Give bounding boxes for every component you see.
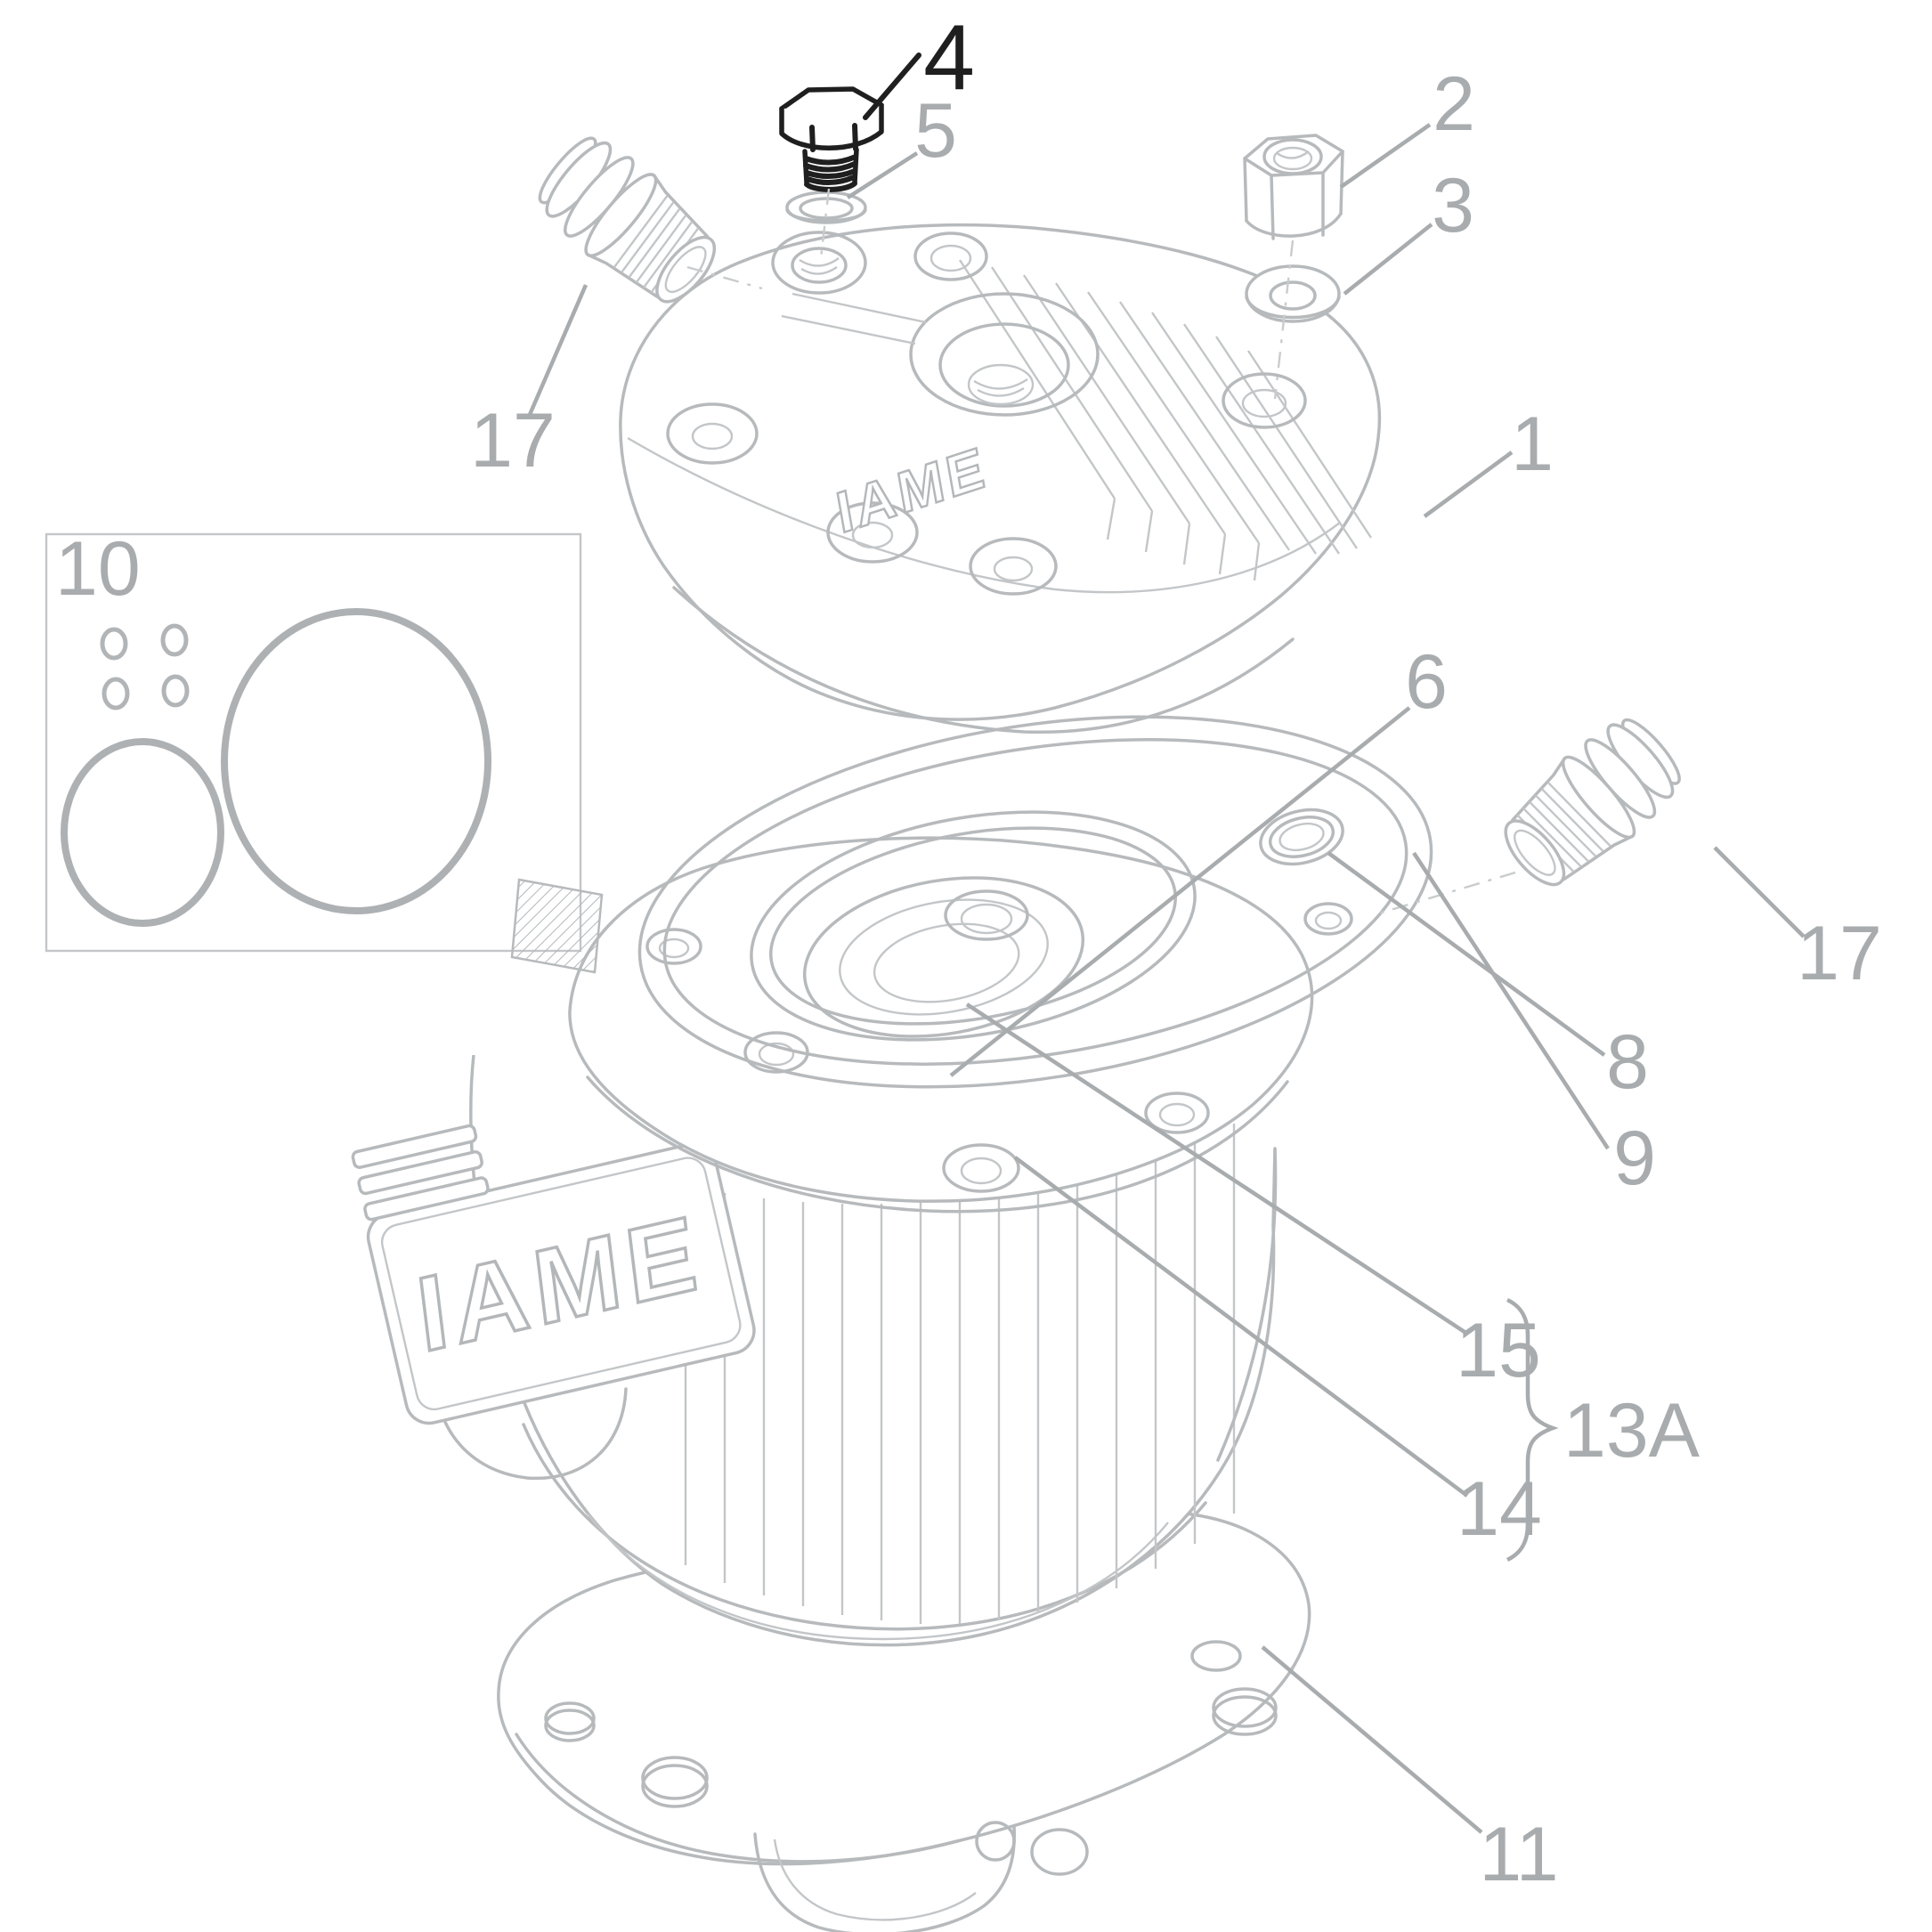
head-cover: IAME xyxy=(619,223,1382,735)
hose-fitting-left xyxy=(538,136,717,304)
part-label-6: 6 xyxy=(1405,639,1448,725)
brace-13a xyxy=(1506,1297,1559,1563)
assembly-centerlines xyxy=(686,188,1516,917)
part-labels: 4 5 2 3 1 17 10 6 17 8 9 15 13A 14 11 xyxy=(55,6,1882,1897)
leader-lines xyxy=(526,53,1806,1834)
part-label-8: 8 xyxy=(1606,1019,1649,1105)
part-label-3: 3 xyxy=(1432,163,1474,248)
head-o-ring xyxy=(637,715,1433,1089)
combustion-chamber xyxy=(802,876,1085,1038)
small-o-ring xyxy=(1259,808,1344,866)
part-label-1: 1 xyxy=(1511,402,1554,487)
part-label-9: 9 xyxy=(1613,1116,1656,1201)
part-label-5: 5 xyxy=(914,88,957,174)
part-label-17-right: 17 xyxy=(1797,911,1882,996)
part-label-4: 4 xyxy=(923,6,975,110)
washer-5 xyxy=(785,191,867,224)
hose-fitting-right xyxy=(1504,718,1681,887)
part-label-14: 14 xyxy=(1457,1466,1542,1552)
part-label-2: 2 xyxy=(1433,61,1475,147)
part-label-11: 11 xyxy=(1479,1812,1558,1897)
cylinder-logo-plate: IAME xyxy=(351,1124,756,1425)
part-label-10: 10 xyxy=(55,526,141,612)
gasket-kit-box xyxy=(45,532,582,953)
part-label-17-left: 17 xyxy=(470,398,556,483)
hex-nut xyxy=(1243,134,1344,240)
part-label-15: 15 xyxy=(1456,1308,1541,1393)
intake-port-hatch xyxy=(510,878,604,974)
part-label-13a: 13A xyxy=(1563,1388,1701,1473)
washer-3 xyxy=(1245,264,1341,323)
cover-fins xyxy=(958,259,1373,581)
plug-bolt xyxy=(779,86,884,192)
cover-funnel xyxy=(909,292,1100,417)
